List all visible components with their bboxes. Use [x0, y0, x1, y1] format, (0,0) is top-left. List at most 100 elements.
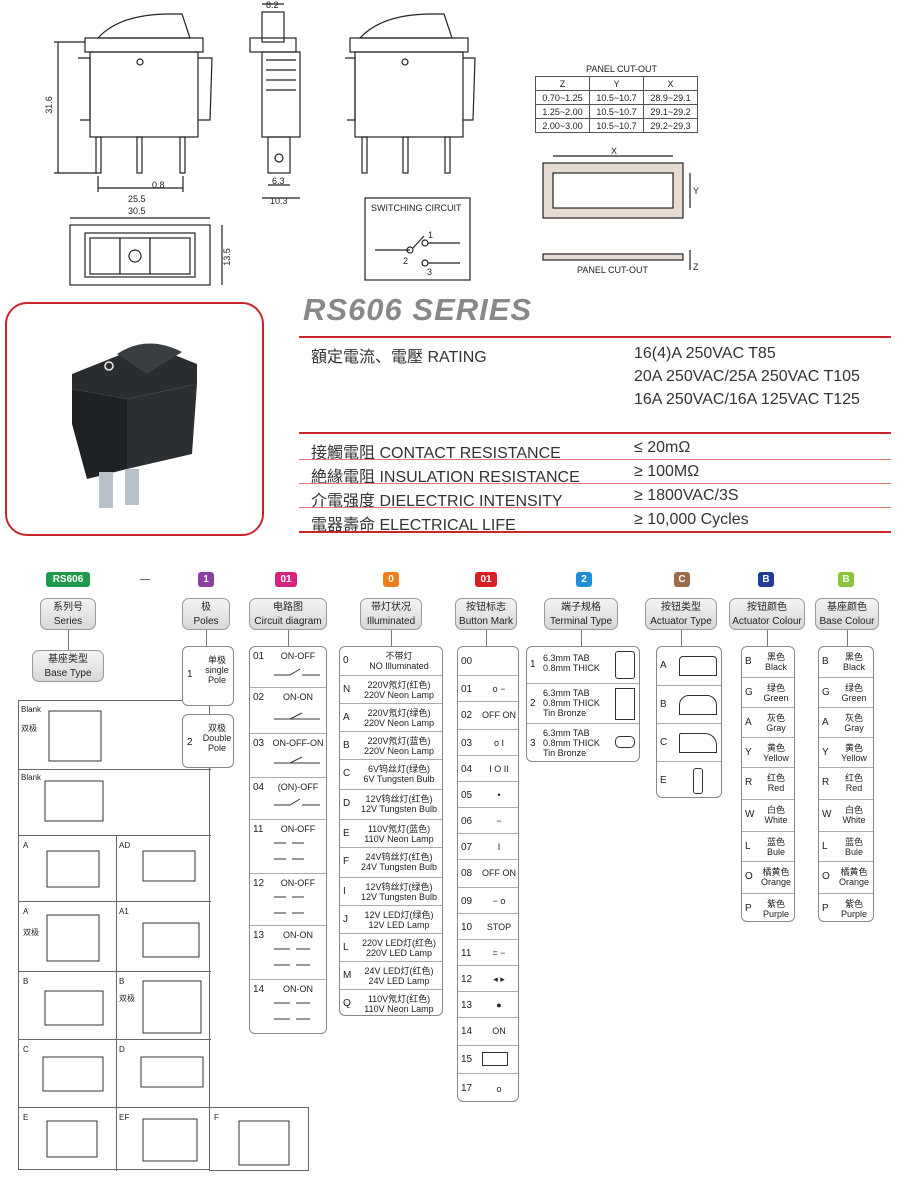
spec-life-value: ≥ 10,000 Cycles: [634, 511, 749, 528]
base-a: A: [23, 841, 29, 850]
spec-insulation-label: 絶緣電阻 INSULATION RESISTANCE: [311, 469, 580, 486]
dim-30-5: 30.5: [128, 206, 146, 216]
dim-8-2: 8.2: [266, 0, 279, 10]
base-blank-2: Blank: [21, 773, 42, 782]
spec-insulation-value: ≥ 100MΩ: [634, 463, 700, 480]
series-title: RS606 SERIES: [303, 292, 533, 327]
code-terminal: 2: [576, 572, 592, 587]
actuator-a: A: [657, 647, 721, 685]
code-series: RS606: [46, 572, 90, 587]
spec-bottom-rule: [299, 531, 891, 533]
base-a1: A1: [119, 907, 129, 916]
switching-pin-3: 3: [427, 267, 433, 277]
spec-mid-rule: [299, 432, 891, 434]
actuator-list: A B C E: [656, 646, 722, 798]
actuator-e: E: [657, 761, 721, 799]
spec-rating-value-2: 20A 250VAC/25A 250VAC T105: [634, 368, 860, 385]
base-ef: EF: [119, 1113, 130, 1122]
dim-10-3: 10.3: [270, 196, 288, 206]
code-poles: 1: [198, 572, 214, 587]
switching-pin-1: 1: [428, 230, 434, 240]
dim-25-5: 25.5: [128, 194, 146, 204]
dim-13-5: 13.5: [221, 248, 232, 266]
mark-11: 11= −: [458, 939, 518, 965]
base-type-drawings: [42, 710, 290, 1166]
spec-dielectric-label: 介電强度 DIELECTRIC INTENSITY: [311, 493, 563, 510]
circuit-diagrams: [274, 668, 320, 1020]
dim-31-6: 31.6: [43, 96, 54, 114]
base-e: E: [23, 1113, 29, 1122]
spec-life-label: 電器壽命 ELECTRICAL LIFE: [311, 517, 516, 534]
mark-13: 13●: [458, 991, 518, 1017]
code-actuator: C: [674, 572, 690, 587]
dim-0-8: 0.8: [152, 180, 165, 190]
rocker-switch-image: [72, 343, 197, 508]
actuator-b: B: [657, 685, 721, 723]
spec-top-rule: [299, 336, 891, 338]
base-c: C: [23, 1045, 29, 1054]
base-d: D: [119, 1045, 125, 1054]
base-b: B: [23, 977, 29, 986]
actuator-c: C: [657, 723, 721, 761]
base-a-double-cn: 双极: [23, 928, 39, 937]
switching-circuit-title: SWITCHING CIRCUIT: [371, 203, 462, 213]
mark-09: 09− o: [458, 887, 518, 913]
switch-drawings: [54, 3, 691, 286]
panel-z-label: Z: [693, 262, 699, 272]
mark-00: 00: [461, 656, 473, 667]
product-photo: [5, 302, 264, 536]
base-a-double: A: [23, 907, 29, 916]
code-dash: —: [140, 574, 150, 585]
spec-rating-label: 額定電流、電壓 RATING: [311, 349, 487, 366]
dim-6-3: 6.3: [272, 176, 285, 186]
mark-06: 06−: [458, 807, 518, 833]
circuit-04: 04(ON)-OFF: [250, 777, 326, 819]
